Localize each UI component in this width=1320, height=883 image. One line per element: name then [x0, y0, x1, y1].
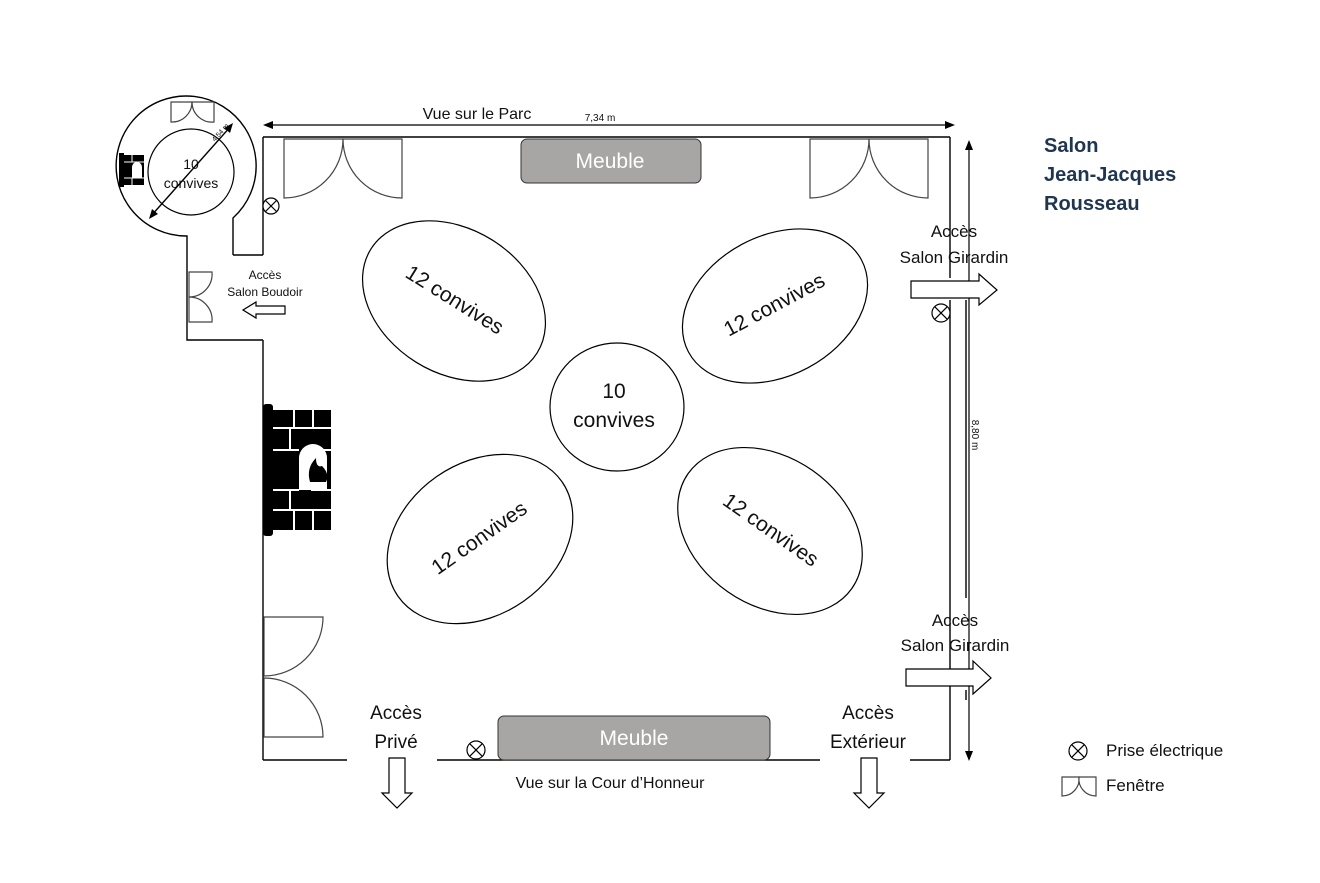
access-exterieur-line-2: Extérieur	[830, 732, 907, 753]
window-top-right	[809, 138, 929, 199]
table-bottom-right: 12 convives	[677, 446, 863, 616]
arrow-icon	[241, 300, 286, 320]
window-icon	[1061, 776, 1097, 797]
arrow-icon	[380, 757, 414, 809]
access-girardin-bottom-line-2: Salon Girardin	[901, 636, 1010, 655]
table-center-line-2: convives	[573, 409, 655, 432]
window-rotunda	[170, 101, 215, 123]
view-bottom-label: Vue sur la Cour d’Honneur	[516, 775, 706, 792]
table-center-line-1: 10	[602, 380, 625, 403]
table-center: 10 convives	[549, 342, 685, 472]
access-girardin-bottom: Accès Salon Girardin	[901, 611, 1010, 696]
legend: Prise électrique Fenêtre	[1061, 741, 1223, 797]
table-rotunda-line-2: convives	[164, 175, 218, 191]
room-title-line-1: Salon	[1044, 135, 1098, 157]
access-boudoir: Accès Salon Boudoir	[227, 268, 303, 320]
walls	[115, 95, 967, 761]
room-title: Salon Jean-Jacques Rousseau	[1044, 135, 1176, 215]
arrow-icon	[852, 757, 886, 809]
dimension-height-label: 8,80 m	[969, 420, 980, 451]
access-boudoir-line-1: Accès	[249, 268, 282, 282]
arrow-icon	[910, 272, 998, 307]
access-girardin-top-line-1: Accès	[931, 222, 977, 241]
window-top-left	[283, 138, 403, 199]
access-boudoir-line-2: Salon Boudoir	[227, 285, 302, 299]
dimension-width-label: 7,34 m	[585, 113, 616, 124]
window-corridor	[188, 271, 213, 323]
rotunda-dimension-label: 4,54 m	[211, 123, 231, 144]
arrow-icon	[905, 659, 992, 696]
access-exterieur-line-1: Accès	[842, 703, 894, 724]
electrical-outlet-icon	[466, 740, 486, 760]
table-bottom-left: 12 convives	[386, 453, 574, 625]
furniture-bottom: Meuble	[497, 715, 771, 761]
access-prive-line-2: Privé	[374, 732, 417, 753]
room-title-line-3: Rousseau	[1044, 193, 1140, 215]
window-left-lower	[263, 616, 324, 738]
access-exterieur: Accès Extérieur	[830, 703, 907, 809]
view-top-label: Vue sur le Parc	[423, 106, 532, 123]
dimension-height: 8,80 m	[965, 140, 980, 761]
table-rotunda: 10 convives 4,54 m	[147, 123, 235, 219]
electrical-outlet-icon	[931, 303, 951, 323]
access-girardin-bottom-line-1: Accès	[932, 611, 978, 630]
electrical-outlet-icon	[1068, 741, 1088, 761]
fireplace-icon	[263, 404, 331, 536]
table-top-left: 12 convives	[361, 220, 547, 382]
access-girardin-top-line-2: Salon Girardin	[900, 248, 1009, 267]
access-prive: Accès Privé	[370, 703, 422, 809]
electrical-outlet-icon	[262, 197, 280, 215]
dimension-width: 7,34 m	[263, 113, 955, 129]
table-top-right: 12 convives	[681, 228, 869, 384]
table-rotunda-line-1: 10	[183, 156, 199, 172]
furniture-top-label: Meuble	[576, 150, 645, 173]
furniture-bottom-label: Meuble	[600, 727, 669, 750]
room-title-line-2: Jean-Jacques	[1044, 164, 1176, 186]
legend-socket-label: Prise électrique	[1106, 741, 1223, 760]
access-prive-line-1: Accès	[370, 703, 422, 724]
fireplace-rotunda-icon	[119, 153, 144, 187]
legend-window-label: Fenêtre	[1106, 776, 1165, 795]
furniture-top: Meuble	[520, 138, 702, 184]
access-girardin-top: Accès Salon Girardin	[900, 222, 1009, 307]
